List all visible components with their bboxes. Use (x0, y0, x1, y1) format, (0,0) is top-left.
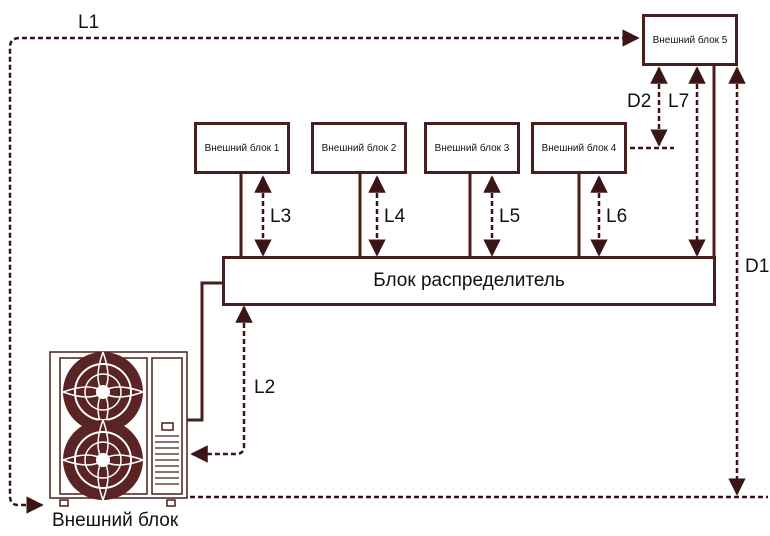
indoor-unit-2: Внешний блок 2 (311, 122, 407, 174)
label-L4: L4 (384, 206, 406, 227)
fan-top-icon (62, 351, 144, 433)
indoor-unit-3: Внешний блок 3 (424, 122, 520, 174)
indoor-unit-4-label: Внешний блок 4 (541, 142, 617, 154)
fan-bottom-icon (62, 419, 144, 501)
distance-L2 (190, 305, 253, 463)
indoor-unit-1: Внешний блок 1 (194, 122, 290, 174)
label-L2: L2 (254, 377, 276, 398)
pipe-outdoor (187, 281, 224, 422)
distance-L1 (8, 29, 640, 514)
label-L5: L5 (499, 206, 521, 227)
label-D2: D2 (627, 91, 652, 112)
label-L6: L6 (606, 206, 628, 227)
indoor-unit-1-label: Внешний блок 1 (204, 142, 280, 154)
pipes (187, 64, 716, 422)
outdoor-unit-label: Внешний блок (52, 510, 179, 531)
indoor-unit-5: Внешний блок 5 (642, 14, 738, 66)
distributor-box: Блок распределитель (222, 256, 716, 306)
indoor-unit-2-label: Внешний блок 2 (321, 142, 397, 154)
label-L3: L3 (270, 206, 292, 227)
distributor-label: Блок распределитель (373, 270, 565, 291)
indoor-unit-3-label: Внешний блок 3 (434, 142, 510, 154)
indoor-unit-5-label: Внешний блок 5 (652, 34, 728, 46)
outdoor-unit-drawing (49, 351, 188, 507)
indoor-unit-4: Внешний блок 4 (531, 122, 627, 174)
label-D1: D1 (745, 256, 770, 277)
distance-lines (8, 29, 768, 514)
vent-grille-icon (155, 435, 179, 485)
label-L1: L1 (78, 12, 100, 33)
label-L7: L7 (668, 91, 690, 112)
